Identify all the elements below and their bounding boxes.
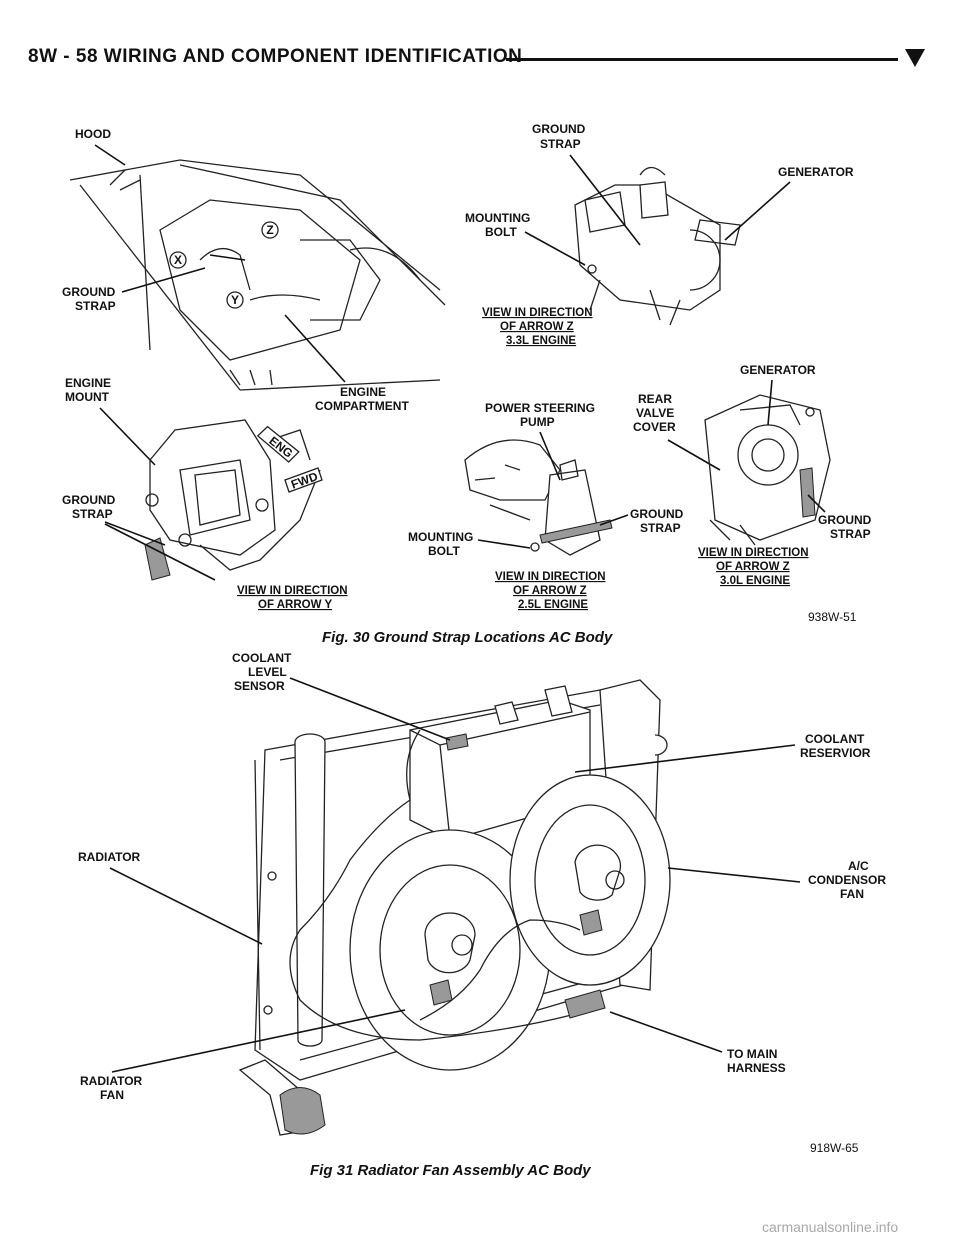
generator-leader-1 bbox=[724, 181, 791, 241]
hood-engine-compartment-drawing bbox=[69, 159, 446, 391]
radiator-fan-leader bbox=[111, 1009, 406, 1073]
engine-mount-drawing bbox=[144, 419, 323, 581]
mounting-bolt-label-2a: MOUNTING bbox=[408, 530, 473, 544]
ground-strap-top-label-a: GROUND bbox=[532, 122, 586, 136]
ground-strap-label-1b: STRAP bbox=[75, 299, 116, 313]
coolant-reservoir-leader bbox=[574, 744, 796, 773]
coolant-reservoir-label-a: COOLANT bbox=[805, 732, 865, 746]
engine-compartment-label-b: COMPARTMENT bbox=[315, 399, 409, 413]
watermark: carmanualsonline.info bbox=[762, 1219, 898, 1235]
generator-leader-2 bbox=[767, 379, 773, 426]
arrow-z-label: Z bbox=[266, 223, 273, 237]
view-33-label-c: 3.3L ENGINE bbox=[506, 335, 576, 347]
header-rule bbox=[506, 58, 898, 61]
rear-valve-label-c: COVER bbox=[633, 420, 676, 434]
coolant-level-label-b: LEVEL bbox=[248, 665, 287, 679]
engine-30-drawing bbox=[704, 394, 831, 546]
engine-compartment-label-a: ENGINE bbox=[340, 385, 386, 399]
rear-valve-label-b: VALVE bbox=[636, 406, 674, 420]
ac-fan-label-a: A/C bbox=[848, 859, 869, 873]
engine-mount-leader bbox=[99, 407, 156, 466]
main-harness-leader bbox=[609, 1011, 723, 1053]
ground-strap-leader-1 bbox=[121, 267, 206, 293]
view-30-label-a: VIEW IN DIRECTION bbox=[698, 547, 809, 559]
fig31-caption: Fig 31 Radiator Fan Assembly AC Body bbox=[310, 1162, 591, 1179]
ground-strap-leader-2 bbox=[104, 521, 216, 581]
radiator-fan-assembly-drawing bbox=[238, 679, 671, 1136]
radiator-fan-label-b: FAN bbox=[100, 1088, 124, 1102]
chrysler-pentastar-icon bbox=[905, 49, 925, 67]
ground-strap-top-label-b: STRAP bbox=[540, 137, 581, 151]
view-25-label-c: 2.5L ENGINE bbox=[518, 599, 588, 611]
radiator-label: RADIATOR bbox=[78, 850, 141, 864]
ground-strap-label-2a: GROUND bbox=[62, 493, 116, 507]
view-30-label-c: 3.0L ENGINE bbox=[720, 575, 790, 587]
ground-strap-mid-label-a: GROUND bbox=[630, 507, 684, 521]
fig30-code: 938W-51 bbox=[808, 610, 857, 624]
view-30-label-b: OF ARROW Z bbox=[716, 561, 790, 573]
hood-leader bbox=[94, 144, 126, 166]
power-steering-label-b: PUMP bbox=[520, 415, 555, 429]
coolant-level-label-a: COOLANT bbox=[232, 651, 292, 665]
page-header: 8W - 58 WIRING AND COMPONENT IDENTIFICAT… bbox=[28, 38, 933, 78]
ac-fan-leader bbox=[667, 867, 801, 883]
mounting-bolt-label-1b: BOLT bbox=[485, 225, 517, 239]
power-steering-label-a: POWER STEERING bbox=[485, 401, 595, 415]
fig31-code: 918W-65 bbox=[810, 1141, 859, 1155]
ground-strap-top-leader bbox=[569, 154, 641, 246]
ground-strap-right-label-b: STRAP bbox=[830, 527, 871, 541]
power-steering-leader bbox=[539, 431, 561, 481]
coolant-level-label-c: SENSOR bbox=[234, 679, 285, 693]
engine-mount-label-a: ENGINE bbox=[65, 376, 111, 390]
radiator-leader bbox=[109, 867, 263, 945]
ac-fan-label-b: CONDENSOR bbox=[808, 873, 886, 887]
view-arrow-y-label-a: VIEW IN DIRECTION bbox=[237, 585, 348, 597]
view-arrow-y-label-b: OF ARROW Y bbox=[258, 599, 332, 611]
radiator-fan-label-a: RADIATOR bbox=[80, 1074, 143, 1088]
rear-valve-label-a: REAR bbox=[638, 392, 672, 406]
engine-25-drawing bbox=[464, 439, 613, 556]
hood-label: HOOD bbox=[75, 127, 111, 141]
coolant-level-leader bbox=[289, 677, 451, 741]
main-harness-label-b: HARNESS bbox=[727, 1061, 786, 1075]
coolant-reservoir-label-b: RESERVIOR bbox=[800, 746, 871, 760]
ground-strap-right-leader bbox=[807, 494, 826, 513]
ground-strap-right-label-a: GROUND bbox=[818, 513, 872, 527]
view-25-label-b: OF ARROW Z bbox=[513, 585, 587, 597]
engine-33-drawing bbox=[574, 166, 741, 326]
ground-strap-mid-label-b: STRAP bbox=[640, 521, 681, 535]
engine-compartment-leader bbox=[284, 314, 346, 383]
fig30-caption: Fig. 30 Ground Strap Locations AC Body bbox=[322, 629, 613, 646]
generator-label-1: GENERATOR bbox=[778, 165, 854, 179]
ground-strap-label-2b: STRAP bbox=[72, 507, 113, 521]
generator-label-2: GENERATOR bbox=[740, 363, 816, 377]
rear-valve-leader bbox=[667, 439, 721, 471]
engine-mount-label-b: MOUNT bbox=[65, 390, 110, 404]
fig30-drawing: X Y Z HOOD GROUND STRAP ENGINE MOUNT ENG… bbox=[62, 122, 872, 646]
arrow-x-label: X bbox=[174, 253, 182, 267]
arrow-y-label: Y bbox=[231, 293, 239, 307]
view-33-label-b: OF ARROW Z bbox=[500, 321, 574, 333]
ac-fan-label-c: FAN bbox=[840, 887, 864, 901]
mounting-bolt-leader-2 bbox=[477, 539, 531, 549]
mounting-bolt-label-1a: MOUNTING bbox=[465, 211, 530, 225]
page-title: 8W - 58 WIRING AND COMPONENT IDENTIFICAT… bbox=[28, 46, 523, 67]
view-33-label-a: VIEW IN DIRECTION bbox=[482, 307, 593, 319]
fig31-drawing: COOLANT LEVEL SENSOR COOLANT RESERVIOR R… bbox=[78, 651, 886, 1179]
mounting-bolt-label-2b: BOLT bbox=[428, 544, 460, 558]
mounting-bolt-leader-1 bbox=[524, 231, 586, 266]
fwd-tag: FWD bbox=[289, 469, 320, 492]
main-harness-label-a: TO MAIN bbox=[727, 1047, 777, 1061]
view-25-label-a: VIEW IN DIRECTION bbox=[495, 571, 606, 583]
ground-strap-mid-leader bbox=[599, 514, 629, 526]
ground-strap-label-1a: GROUND bbox=[62, 285, 116, 299]
